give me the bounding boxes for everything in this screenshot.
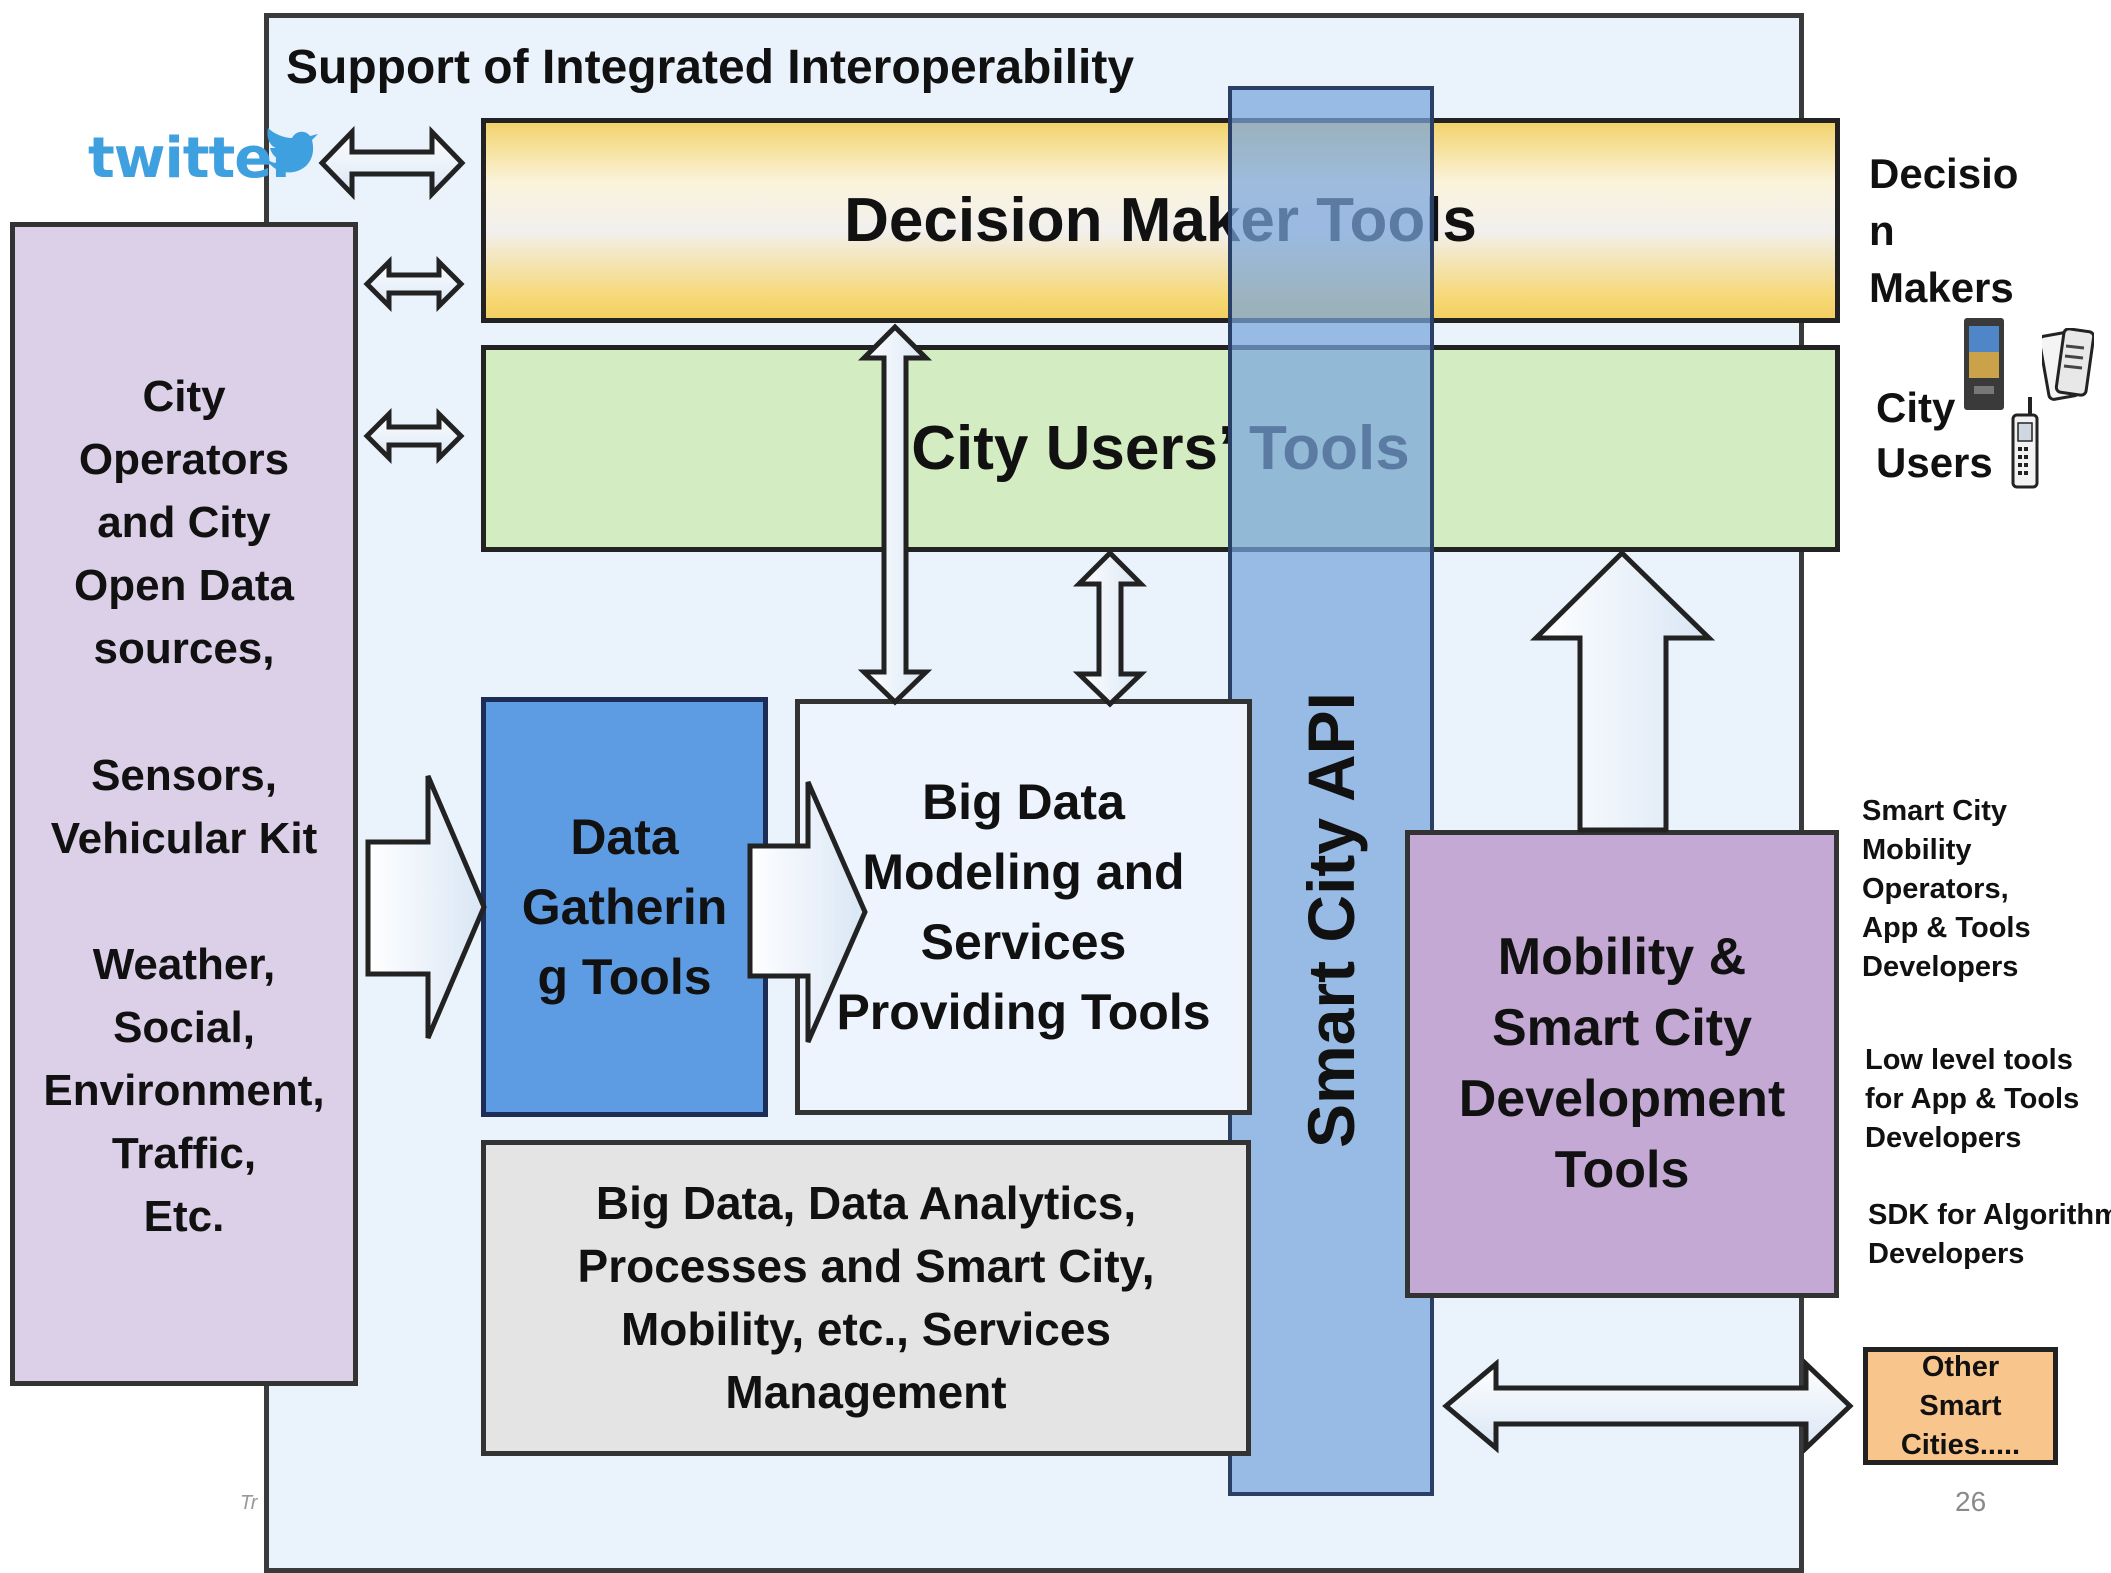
analytics-line: Mobility, etc., Services: [620, 1303, 1111, 1355]
decision-double-arrow: [363, 255, 465, 313]
other-cities-line: Other: [1921, 1350, 2000, 1383]
twitter-logo-icon: twitter: [88, 126, 299, 191]
city-users-label: City Users: [1876, 384, 1993, 486]
source-line: Social,: [113, 1003, 255, 1052]
mobility-line: Development: [1458, 1070, 1786, 1128]
analytics-line: Big Data, Data Analytics,: [595, 1177, 1137, 1229]
source-line: Vehicular Kit: [50, 814, 318, 863]
mobility-to-cityusers-arrow: [1529, 549, 1716, 833]
source-line: Operators: [78, 435, 290, 484]
mobility-line: Mobility &: [1497, 928, 1747, 986]
source-line: Open Data: [73, 561, 295, 610]
data-gathering-line: Gatherin: [521, 879, 728, 935]
other-cities-line: Smart: [1919, 1389, 2002, 1422]
data-gathering-line: Data: [570, 809, 679, 865]
source-line: and City: [97, 498, 271, 547]
analytics-line: Management: [725, 1366, 1007, 1418]
big-data-modeling-line: Big Data: [922, 774, 1125, 830]
mobile-phone-icon: [2011, 397, 2039, 489]
gathering-to-modeling-arrow: [747, 780, 868, 1044]
twitter-double-arrow: [318, 125, 466, 201]
mobility-development-tools-box: Mobility & Smart City Development Tools: [1405, 830, 1839, 1298]
big-data-modeling-line: Modeling and: [862, 844, 1185, 900]
source-line: Etc.: [143, 1192, 225, 1241]
source-line: Weather,: [92, 940, 276, 989]
mobility-line: Smart City: [1491, 999, 1753, 1057]
source-line: Environment,: [43, 1066, 325, 1115]
other-smart-cities-box: Other Smart Cities.....: [1863, 1347, 2058, 1465]
twitter-bird-icon: [266, 128, 318, 173]
big-data-modeling-line: Providing Tools: [836, 984, 1211, 1040]
smartphone-icon: [2042, 328, 2094, 401]
analytics-line: Processes and Smart City,: [577, 1240, 1155, 1292]
source-line: sources,: [93, 624, 275, 673]
cityusers-modeling-vertical-arrow: [1072, 549, 1148, 708]
big-data-modeling-line: Services: [920, 914, 1127, 970]
source-line: Traffic,: [111, 1129, 257, 1178]
big-data-analytics-box: Big Data, Data Analytics, Processes and …: [481, 1140, 1251, 1456]
kiosk-icon: [1964, 318, 2004, 410]
low-level-tools-label: Low level tools for App & Tools Develope…: [1865, 1044, 2080, 1154]
source-line: Sensors,: [91, 751, 277, 800]
operators-label: Smart City Mobility Operators, App & Too…: [1862, 795, 2031, 983]
sdk-label: SDK for Algorithm Developers: [1868, 1199, 2111, 1270]
data-sources-panel: City Operators and City Open Data source…: [10, 222, 358, 1386]
source-line: City: [142, 372, 226, 421]
big-data-modeling-box: Big Data Modeling and Services Providing…: [795, 699, 1252, 1115]
mobility-line: Tools: [1554, 1141, 1690, 1199]
decision-makers-label: Decisio n Makers: [1869, 150, 2019, 311]
decision-modeling-vertical-arrow: [857, 323, 933, 706]
footer-cut-text: Tr: [240, 1492, 258, 1514]
page-number: 26: [1955, 1486, 1987, 1517]
container-title: Support of Integrated Interoperability: [286, 41, 1135, 94]
sources-to-gathering-arrow: [365, 775, 487, 1039]
other-cities-line: Cities.....: [1900, 1428, 2021, 1461]
other-cities-double-arrow: [1442, 1358, 1854, 1454]
data-gathering-line: g Tools: [537, 949, 712, 1005]
city-users-double-arrow: [363, 407, 465, 465]
